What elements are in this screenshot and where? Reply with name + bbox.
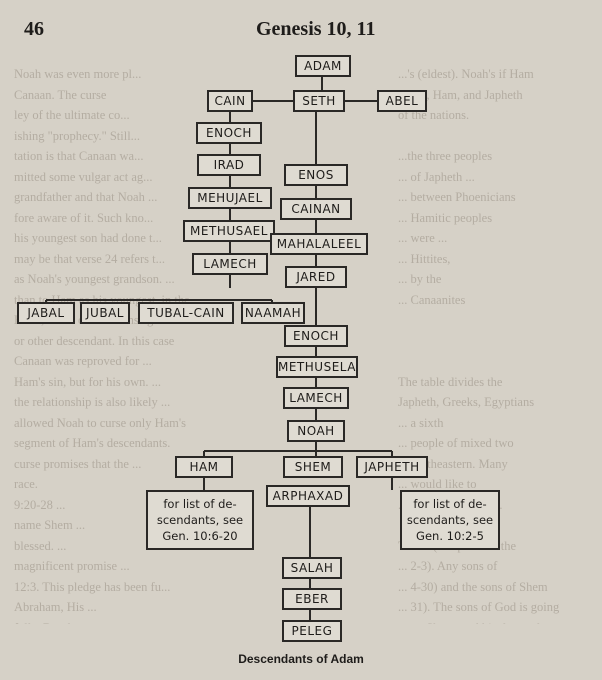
background-text-line: Abraham, His ... (14, 600, 97, 614)
background-text-line: ...the three peoples (398, 149, 493, 163)
node-lamech-cain: LAMECH (192, 253, 268, 275)
node-enoch-cain: ENOCH (196, 122, 262, 144)
node-abel: ABEL (377, 90, 427, 112)
background-text-line: the relationship is also likely ... (14, 395, 171, 409)
note-japheth-line: Gen. 10:2-5 (416, 529, 484, 543)
node-tubal-cain: TUBAL-CAIN (138, 302, 234, 324)
node-salah: SALAH (282, 557, 342, 579)
background-text-line: ...'s (eldest). Noah's if Ham (398, 67, 534, 81)
background-text-line: or other descendant. In this case (14, 333, 175, 348)
background-text-line: ... by the (398, 272, 442, 286)
background-text-line: 12:3. This pledge has been fu... (14, 579, 171, 594)
background-text-line: ... Canaanites (398, 292, 466, 307)
background-text-line: ... 4-30) and the sons of Shem (398, 579, 548, 594)
note-japheth-line: scendants, see (406, 513, 494, 527)
node-mahalaleel: MAHALALEEL (270, 233, 368, 255)
node-adam: ADAM (295, 55, 351, 77)
background-text-line: ... Hamitic peoples (398, 210, 493, 225)
background-text-line: ... 31). The sons of God is going (398, 600, 560, 614)
background-text-line: ... of Japheth ... (398, 169, 475, 184)
background-text-line: ... Hittites, (398, 251, 451, 266)
node-methusael: METHUSAEL (183, 220, 275, 242)
background-text-line: allowed Noah to curse only Ham's (14, 415, 187, 430)
background-text-line: ... 2-3). Any sons of (398, 559, 498, 573)
background-text-line: name Shem ... (14, 518, 86, 532)
background-text-line: curse promises that the ... (14, 456, 142, 471)
background-text-line: ishing "prophecy." Still... (14, 128, 141, 143)
node-methuselah: METHUSELAH (276, 356, 358, 378)
background-text-line: segment of Ham's descendants. (14, 436, 171, 450)
node-eber: EBER (282, 588, 342, 610)
note-ham-line: Gen. 10:6-20 (162, 529, 238, 543)
background-text-line: Ham's sin, but for his own. ... (14, 374, 162, 389)
background-text-line: Canaan was reproved for ... (14, 354, 152, 368)
note-ham-line: scendants, see (156, 513, 244, 527)
node-arphaxad: ARPHAXAD (266, 485, 350, 507)
background-text-line: his youngest son had done t... (14, 231, 162, 245)
node-enoch-seth: ENOCH (284, 325, 348, 347)
node-cainan: CAINAN (280, 198, 352, 220)
background-text-line: grandfather and that Noah ... (14, 190, 158, 204)
background-text-line: ... between Phoenicians (398, 190, 516, 204)
page-heading: Genesis 10, 11 (256, 18, 376, 40)
node-japheth: JAPHETH (356, 456, 428, 478)
node-naamah: NAAMAH (241, 302, 305, 324)
background-text-line: The table divides the (398, 374, 503, 389)
background-text-line: ley of the ultimate co... (14, 108, 130, 122)
node-jabal: JABAL (17, 302, 75, 324)
background-text-line: magnificent promise ... (14, 559, 130, 573)
background-text-line: fully. But the ... (14, 618, 92, 625)
note-ham-descendants: for list of de- scendants, see Gen. 10:6… (146, 490, 254, 550)
node-ham: HAM (175, 456, 233, 478)
note-japheth-line: for list of de- (413, 497, 487, 511)
node-lamech-seth: LAMECH (283, 387, 349, 409)
node-cain: CAIN (207, 90, 253, 112)
background-text-line: Noah was even more pl... (14, 67, 142, 81)
background-text-line: as Noah's youngest grandson. ... (14, 272, 175, 286)
background-text-line: 9:20-28 ... (14, 497, 66, 512)
node-seth: SETH (293, 90, 345, 112)
node-jubal: JUBAL (80, 302, 130, 324)
node-enos: ENOS (284, 164, 348, 186)
background-text-line: ... people of mixed two (398, 436, 514, 450)
background-text-line: blessed. ... (14, 538, 67, 553)
background-text-line: ... on Shem, and his descend- (398, 618, 544, 625)
background-text-line: ... a sixth (398, 415, 444, 430)
background-text-line: Shem, Ham, and Japheth (398, 87, 523, 102)
background-text-line: may be that verse 24 refers t... (14, 251, 165, 266)
node-irad: IRAD (197, 154, 261, 176)
background-text-line: fore aware of it. Such kno... (14, 210, 154, 225)
background-text-line: race. (14, 477, 38, 491)
background-text-line: Canaan. The curse (14, 87, 107, 102)
background-text-line: ... were ... (398, 231, 448, 245)
node-mehujael: MEHUJAEL (188, 187, 272, 209)
note-japheth-descendants: for list of de- scendants, see Gen. 10:2… (400, 490, 500, 550)
figure-caption: Descendants of Adam (238, 652, 364, 666)
background-text-line: ... would like to (398, 477, 477, 491)
node-jared: JARED (285, 266, 347, 288)
node-shem: SHEM (283, 456, 343, 478)
background-text-line: mitted some vulgar act ag... (14, 169, 153, 184)
background-text-line: tation is that Canaan wa... (14, 149, 144, 163)
note-ham-line: for list of de- (163, 497, 237, 511)
node-noah: NOAH (287, 420, 345, 442)
page-number: 46 (24, 18, 44, 40)
node-peleg: PELEG (282, 620, 342, 642)
background-text-line: Japheth, Greeks, Egyptians (398, 395, 535, 409)
